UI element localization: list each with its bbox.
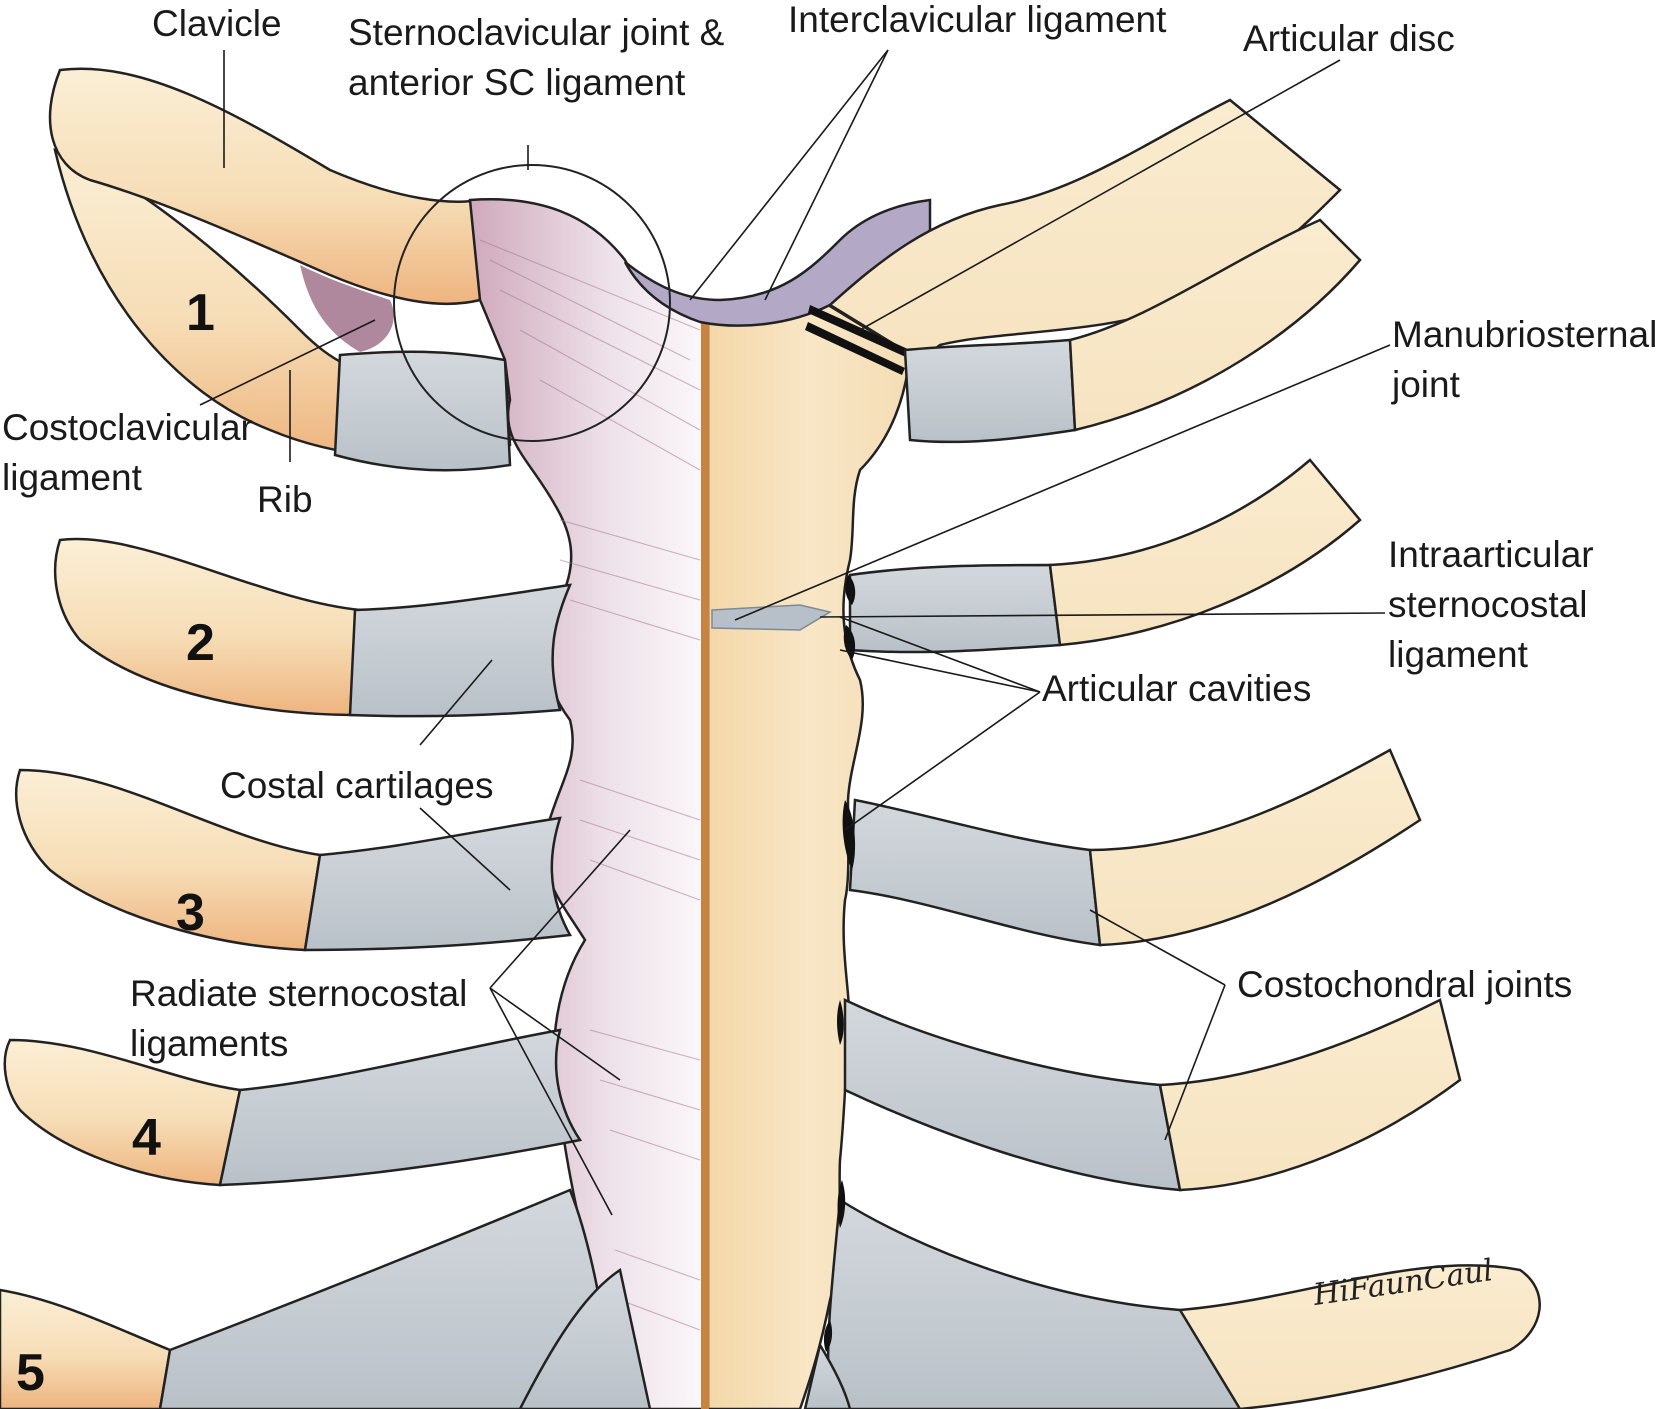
label-clavicle: Clavicle: [152, 3, 282, 44]
left-rib-5: [0, 1188, 652, 1409]
label-intraarticular-line1: Intraarticular: [1388, 534, 1594, 575]
left-rib-1: [53, 148, 512, 472]
label-radiate-line1: Radiate sternocostal: [130, 973, 467, 1014]
rib-number-3: 3: [176, 884, 205, 942]
label-costal-cartilages: Costal cartilages: [220, 765, 494, 806]
label-manubriosternal-line1: Manubriosternal: [1392, 314, 1657, 355]
rib-number-1: 1: [186, 284, 215, 342]
label-costoclavicular-line1: Costoclavicular: [2, 407, 253, 448]
label-interclavicular-ligament: Interclavicular ligament: [788, 0, 1167, 40]
left-rib-3: [15, 768, 573, 952]
label-articular-cavities: Articular cavities: [1042, 668, 1311, 709]
right-clavicle: [827, 98, 1342, 362]
rib-number-4: 4: [132, 1109, 161, 1167]
articular-cavity-slit: [842, 800, 856, 870]
label-costoclavicular-line2: ligament: [2, 457, 143, 498]
left-rib-2: [54, 537, 573, 718]
articular-cavity-slit: [837, 1000, 844, 1045]
articular-disc: [805, 305, 910, 375]
manubriosternal-joint: [711, 604, 832, 631]
right-rib-3: [848, 748, 1422, 947]
rib-number-5: 5: [16, 1344, 45, 1402]
articular-cavity-slit: [823, 1320, 833, 1352]
label-radiate-line2: ligaments: [130, 1023, 288, 1064]
label-manubriosternal-line2: joint: [1391, 364, 1461, 405]
left-rib-4: [3, 1028, 583, 1187]
right-rib-1: [903, 218, 1362, 444]
label-intraarticular-line2: sternocostal: [1388, 584, 1588, 625]
radiate-ligament-fibres: [479, 239, 701, 1331]
costoclavicular-ligament: [300, 265, 394, 352]
left-clavicle: [48, 67, 482, 306]
sternal-midline: [701, 322, 709, 1409]
right-rib-4: [843, 998, 1462, 1192]
leader-lines: [199, 49, 1391, 1216]
label-rib: Rib: [257, 479, 313, 520]
label-sc-joint-line1: Sternoclavicular joint &: [348, 12, 725, 53]
articular-cavity-slit: [837, 1180, 846, 1228]
label-intraarticular-line3: ligament: [1388, 634, 1529, 675]
rib-number-2: 2: [186, 614, 215, 672]
sc-joint-marker-circle: [393, 164, 671, 442]
label-sc-joint-line2: anterior SC ligament: [348, 62, 686, 103]
label-articular-disc: Articular disc: [1243, 18, 1455, 59]
label-costochondral-joints: Costochondral joints: [1237, 964, 1572, 1005]
articular-cavity-slit: [845, 575, 856, 605]
right-rib-2: [848, 458, 1362, 654]
right-rib-5: [803, 1197, 1541, 1409]
